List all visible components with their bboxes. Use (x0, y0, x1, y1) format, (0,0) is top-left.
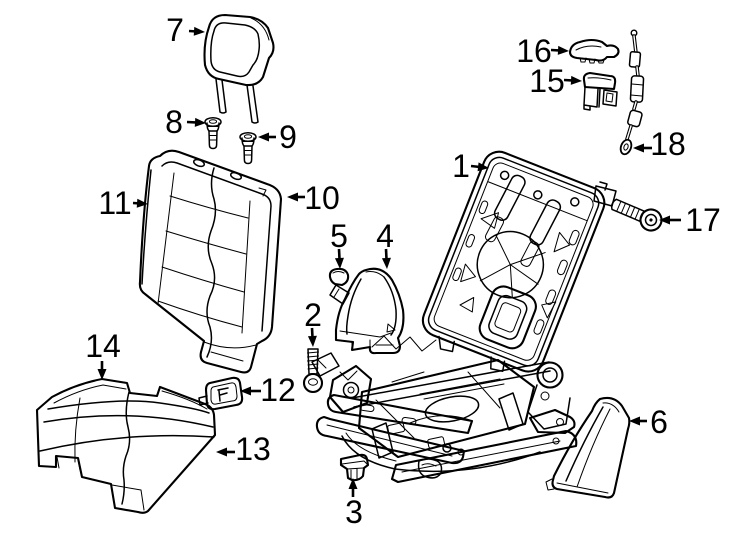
callout-7-arrowhead (193, 26, 205, 36)
callout-7-label: 7 (166, 12, 184, 48)
callout-15-arrowhead (570, 75, 582, 85)
callout-14-label: 14 (85, 328, 121, 364)
cable-part18-drawing (619, 29, 645, 156)
callout-3-arrowhead (348, 478, 358, 489)
callout-16-arrowhead (557, 45, 569, 55)
callout-18-arrowhead (633, 143, 644, 153)
callout-9-arrowhead (258, 132, 269, 142)
latch-housing-part15-drawing (582, 71, 618, 111)
callout-11-label: 11 (98, 185, 132, 221)
callout-4-label: 4 (376, 218, 394, 254)
bolt-part2-drawing (302, 348, 324, 394)
callout-10-arrowhead (287, 192, 298, 202)
callout-2-label: 2 (304, 297, 322, 333)
callout-12-label: 12 (260, 372, 296, 408)
callout-2-arrowhead (307, 335, 317, 347)
headrest-drawing (203, 13, 275, 124)
callout-1-arrowhead (477, 162, 489, 172)
seat-frame-drawing (311, 150, 617, 484)
callout-5-arrowhead (334, 257, 344, 269)
callout-6-arrowhead (629, 416, 640, 426)
callout-6-label: 6 (650, 404, 668, 440)
side-shield-part4-drawing (334, 267, 405, 355)
callout-18-label: 18 (650, 126, 686, 162)
callout-8-arrowhead (194, 117, 206, 127)
callout-12-arrowhead (240, 386, 251, 396)
callout-17-arrowhead (659, 215, 670, 225)
callout-9-label: 9 (279, 119, 297, 155)
callout-4-arrowhead (381, 257, 391, 269)
callout-8-label: 8 (165, 104, 183, 140)
callout-5-label: 5 (330, 218, 348, 254)
side-trim-part6-drawing (545, 396, 631, 499)
callout-14-arrowhead (97, 369, 107, 380)
callout-17-label: 17 (685, 202, 721, 238)
callout-11-arrowhead (136, 198, 148, 208)
callout-1-label: 1 (452, 148, 470, 184)
callout-16-label: 16 (516, 33, 552, 69)
callout-10-label: 10 (304, 180, 340, 216)
callout-13-label: 13 (235, 431, 271, 467)
end-cap-part3-drawing (339, 453, 370, 482)
callout-15-label: 15 (529, 63, 565, 99)
latch-cover-part16-drawing (568, 38, 620, 64)
bolt-part17-drawing (610, 198, 663, 232)
callout-3-label: 3 (345, 494, 363, 530)
seat-cushion-drawing (35, 377, 217, 514)
callout-13-arrowhead (216, 447, 227, 457)
seat-base-frame-drawing (311, 335, 578, 484)
